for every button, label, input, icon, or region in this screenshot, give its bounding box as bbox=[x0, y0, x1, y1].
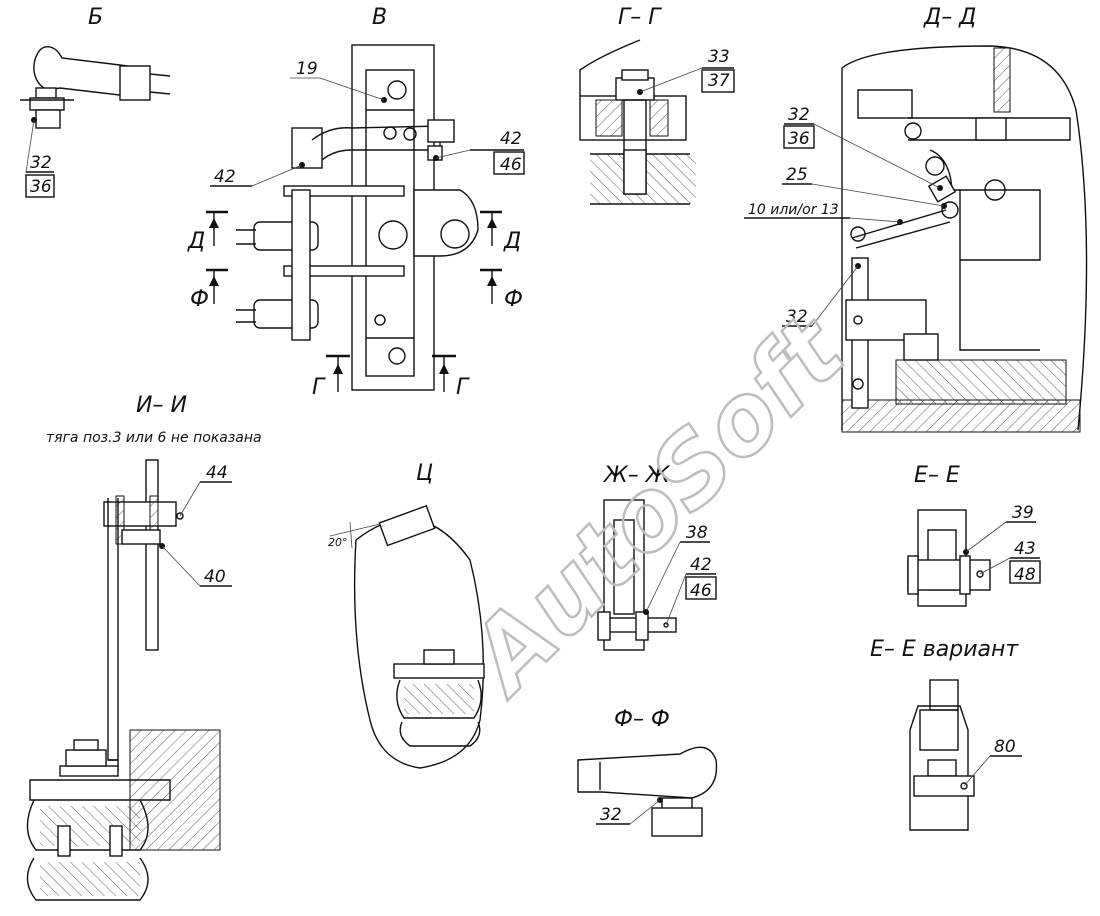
view-ee-callout-39: 39 bbox=[1012, 503, 1034, 523]
view-v-title: В bbox=[372, 5, 387, 30]
view-v: В 19 42 bbox=[187, 5, 525, 400]
view-b-ball-joint bbox=[20, 46, 171, 129]
view-ee-callout-43: 43 bbox=[1014, 539, 1036, 559]
view-ts-angle: 20° bbox=[328, 536, 348, 549]
view-ii-callout-40: 40 bbox=[204, 567, 226, 587]
view-v-mark-d-right: Д bbox=[503, 229, 521, 254]
view-dd: Д– Д 32 36 25 10 ил bbox=[744, 5, 1088, 433]
view-v-mark-f-right: Ф bbox=[504, 287, 523, 312]
view-b-callout-0: 32 bbox=[30, 153, 52, 173]
view-v-mark-f-left: Ф bbox=[190, 287, 209, 312]
view-v-mark-g-left: Г bbox=[312, 375, 326, 400]
view-ee-variant: Е– Е вариант 80 bbox=[870, 637, 1022, 831]
view-gg-callout-33: 33 bbox=[708, 47, 730, 67]
view-dd-callout-10-13: 10 или/or 13 bbox=[748, 202, 839, 218]
view-ii-title: И– И bbox=[136, 393, 187, 418]
view-ee-title: Е– Е bbox=[914, 463, 960, 488]
view-ii-note: тяга поз.3 или 6 не показана bbox=[46, 430, 262, 446]
view-ts: Ц 20° bbox=[328, 461, 485, 769]
view-dd-callout-32: 32 bbox=[788, 105, 810, 125]
view-v-callout-42: 42 bbox=[500, 129, 522, 149]
view-ff-title: Ф– Ф bbox=[614, 707, 670, 732]
view-zhzh: Ж– Ж 38 42 46 bbox=[597, 463, 717, 651]
view-ff: Ф– Ф 32 bbox=[577, 707, 718, 837]
view-zhzh-title: Ж– Ж bbox=[602, 463, 671, 488]
view-v-mark-g-right: Г bbox=[456, 375, 470, 400]
view-ii: И– И тяга поз.3 или 6 не показана 44 40 bbox=[26, 393, 262, 901]
view-dd-callout-36: 36 bbox=[788, 129, 810, 149]
view-zhzh-callout-38: 38 bbox=[686, 523, 708, 543]
view-v-callout-19: 19 bbox=[296, 59, 318, 79]
view-v-callout-42b: 42 bbox=[214, 167, 236, 187]
view-dd-callout-25: 25 bbox=[786, 165, 808, 185]
view-v-callout-46: 46 bbox=[500, 155, 522, 175]
watermark: AutoSoft bbox=[444, 294, 868, 718]
view-gg-title: Г– Г bbox=[618, 5, 662, 30]
view-zhzh-callout-42: 42 bbox=[690, 555, 712, 575]
view-b: Б 32 36 bbox=[20, 5, 171, 198]
view-zhzh-callout-46: 46 bbox=[690, 581, 712, 601]
view-eev-callout-80: 80 bbox=[994, 737, 1016, 757]
view-dd-callout-32b: 32 bbox=[786, 307, 808, 327]
view-ff-callout-32: 32 bbox=[600, 805, 622, 825]
view-ee-callout-48: 48 bbox=[1014, 565, 1036, 585]
view-eev-title: Е– Е вариант bbox=[870, 637, 1019, 662]
view-gg: Г– Г 33 37 bbox=[579, 5, 735, 205]
view-ii-callout-44: 44 bbox=[206, 463, 228, 483]
view-v-mark-d-left: Д bbox=[187, 229, 205, 254]
view-b-title: Б bbox=[88, 5, 103, 30]
view-gg-callout-37: 37 bbox=[708, 71, 730, 91]
view-ts-title: Ц bbox=[416, 461, 433, 486]
view-dd-title: Д– Д bbox=[923, 5, 976, 30]
view-ee: Е– Е 39 43 48 bbox=[907, 463, 1041, 607]
view-b-callout-1: 36 bbox=[30, 177, 52, 197]
